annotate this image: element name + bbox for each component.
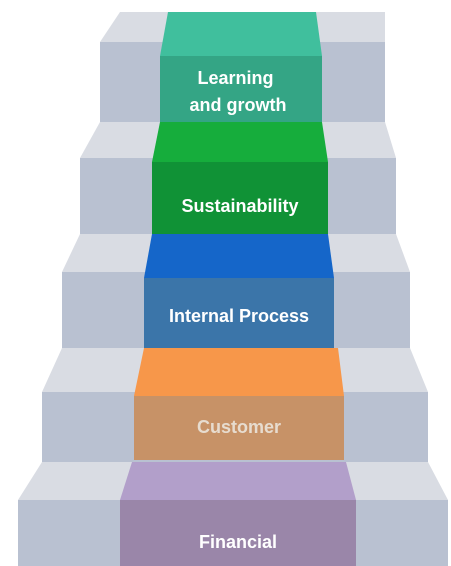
step-label-line-2: and growth [190, 95, 287, 115]
carpet-sustainability: Sustainability [152, 122, 328, 234]
carpet-internal: Internal Process [144, 234, 334, 348]
carpet-customer: Customer [134, 348, 344, 460]
carpet-riser [144, 278, 334, 348]
carpet-riser [134, 396, 344, 460]
step-label-sustainability: Sustainability [181, 196, 298, 216]
step-label-line-1: Financial [199, 532, 277, 552]
step-label-learning: Learning and growth [190, 68, 287, 115]
step-label-line-1: Customer [197, 417, 281, 437]
step-label-financial: Financial [199, 532, 277, 552]
carpet-tread [120, 462, 356, 500]
carpet-riser [152, 162, 328, 234]
carpet-tread [152, 122, 328, 162]
carpet-riser [120, 500, 356, 566]
carpet-learning: Learning and growth [160, 12, 322, 122]
carpet-tread [144, 234, 334, 278]
step-label-line-1: Sustainability [181, 196, 298, 216]
step-label-line-1: Learning [197, 68, 273, 88]
carpet-tread [160, 12, 322, 56]
carpet-riser [160, 56, 322, 122]
carpet-financial: Financial [120, 462, 356, 566]
step-label-customer: Customer [197, 417, 281, 437]
step-label-internal: Internal Process [169, 306, 309, 326]
carpet-tread [134, 348, 344, 396]
step-label-line-1: Internal Process [169, 306, 309, 326]
